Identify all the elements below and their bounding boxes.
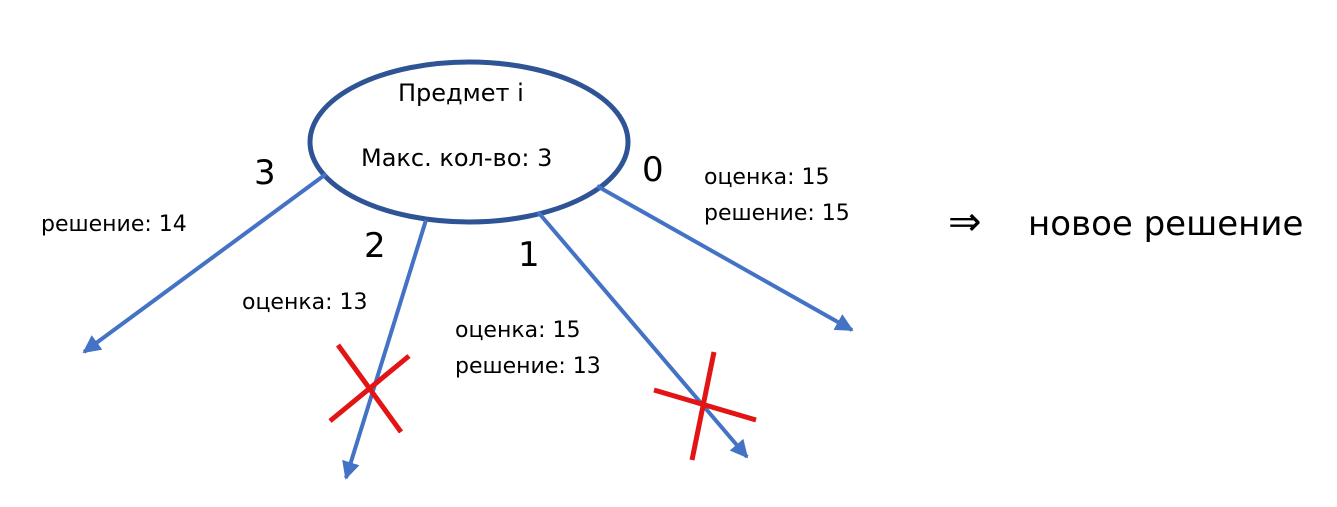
- branch-1-estimate: оценка: 15: [455, 318, 581, 343]
- branch-0-estimate: оценка: 15: [704, 165, 830, 190]
- implies-arrow-icon: ⇒: [948, 199, 982, 245]
- branch-1-edge: [536, 210, 749, 459]
- branch-3-label: 3: [254, 153, 276, 193]
- result-text: новое решение: [1028, 204, 1304, 244]
- branch-2-prune-cross: [328, 343, 411, 434]
- branch-3-solution: решение: 14: [41, 212, 187, 237]
- branch-3-edge: [82, 172, 328, 354]
- branch-2-label: 2: [364, 226, 386, 266]
- node-ellipse: [307, 59, 631, 225]
- branch-2-estimate: оценка: 13: [242, 290, 368, 315]
- branch-0-solution: решение: 15: [704, 201, 850, 226]
- branch-0-label: 0: [642, 150, 664, 190]
- branch-1-label: 1: [518, 235, 540, 275]
- node-title: Предмет i: [398, 79, 524, 107]
- branch-1-solution: решение: 13: [455, 354, 601, 379]
- branch-2-edge: [342, 219, 428, 480]
- branch-0-edge: [596, 184, 854, 332]
- node-max-quantity: Макс. кол-во: 3: [361, 144, 553, 172]
- branch-1-prune-cross: [653, 351, 757, 461]
